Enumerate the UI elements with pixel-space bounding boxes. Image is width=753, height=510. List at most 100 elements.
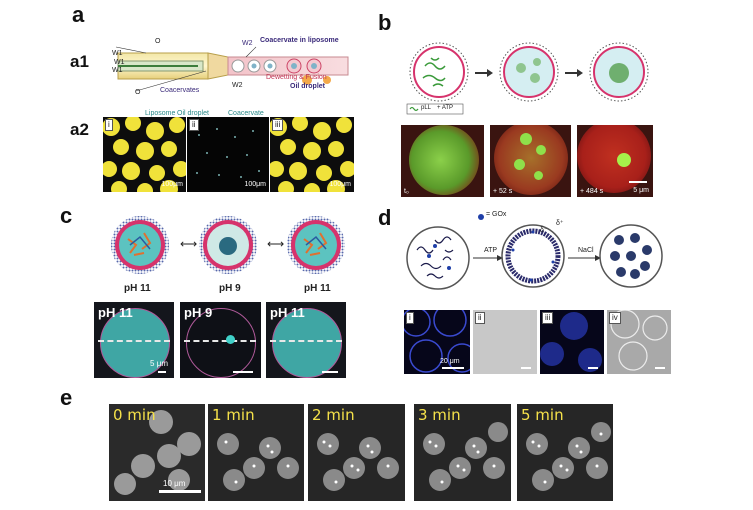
caption-ph11-left: pH 11 <box>124 283 151 294</box>
c-image-ph11-right: pH 11 <box>266 302 346 378</box>
d-image-i: i 20 μm <box>404 310 470 374</box>
dashed-line <box>270 340 342 342</box>
dashed-line <box>98 340 170 342</box>
c-image-ph9: pH 9 <box>180 302 261 378</box>
b-image-t1: + 52 s <box>490 125 571 197</box>
green-coacervate <box>520 133 532 145</box>
d-image-iii: iii <box>540 310 604 374</box>
panel-label-a1: a1 <box>70 52 89 71</box>
label-oil-droplet-a2: Oil droplet <box>177 110 209 117</box>
gray-liposomes-dots <box>526 422 611 491</box>
panel-label-b: b <box>378 10 392 35</box>
teal-coacervate <box>226 335 235 344</box>
label-dewetting: Dewetting & Fusion <box>266 74 327 81</box>
b-image-t0: t₀ <box>401 125 484 197</box>
e-image-5min: 5 min <box>517 404 613 501</box>
label-o-bottom: O <box>135 89 141 96</box>
label-liposome: Liposome <box>145 110 176 117</box>
time-label-2min: 2 min <box>312 406 355 424</box>
label-coacervate-in-liposome: Coacervate in liposome <box>260 37 339 44</box>
label-coacervates: Coacervates <box>160 87 200 94</box>
panel-label-a2: a2 <box>70 120 89 139</box>
gray-liposomes-dots <box>423 422 508 491</box>
yellow-droplet-field-merged <box>270 117 354 192</box>
label-iv-d: iv <box>609 312 621 324</box>
green-coacervate <box>536 145 546 155</box>
gox-schematic <box>406 214 663 290</box>
ph-label-right: pH 11 <box>270 305 305 320</box>
panel-label-d: d <box>378 205 392 230</box>
e-image-3min: 3 min <box>414 404 511 501</box>
panel-label-c: c <box>60 203 73 228</box>
label-ii: ii <box>189 119 199 131</box>
panel-label-e: e <box>60 385 73 410</box>
label-iii: iii <box>272 119 284 131</box>
label-iii-d: iii <box>542 312 554 324</box>
scale-label-a2-iii: 100μm <box>329 181 351 188</box>
gray-liposomes-dots <box>317 433 399 491</box>
liposome-sequence-schematic <box>406 42 649 115</box>
scale-label-b: 5 μm <box>633 187 649 194</box>
ph-switch-schematic: ⟷ ⟷ <box>111 216 345 274</box>
legend-atp: + ATP <box>437 105 454 111</box>
label-delta-plus: δ⁺ <box>556 220 564 227</box>
green-liposome <box>409 125 479 195</box>
e-image-1min: 1 min <box>208 404 304 501</box>
scale-bar <box>521 367 531 369</box>
scale-bar <box>159 490 201 493</box>
scale-bar <box>322 371 338 373</box>
panel-label-a: a <box>72 2 85 27</box>
label-w2-bottom: W2 <box>232 82 243 89</box>
c-image-ph11-left: pH 11 5 μm <box>94 302 174 378</box>
scale-bar <box>629 181 647 183</box>
scale-label-a2-ii: 100μm <box>244 181 266 188</box>
time-label-b-t1: + 52 s <box>493 188 513 195</box>
label-i: i <box>105 119 113 131</box>
a2-image-ii: ii 100μm <box>187 117 269 192</box>
scale-bar <box>233 371 253 373</box>
brightfield-rings <box>610 310 668 371</box>
teal-liposome <box>272 308 342 378</box>
e-image-0min: 0 min 10 μm <box>109 404 205 501</box>
empty-liposome <box>186 308 256 378</box>
label-nacl-arrow: NaCl <box>578 247 594 254</box>
label-w2-top: W2 <box>242 40 253 47</box>
green-coacervate <box>617 153 631 167</box>
dashed-line <box>184 340 256 342</box>
a2-image-i: i 100μm <box>103 117 186 192</box>
gray-liposomes <box>114 410 201 495</box>
a2-image-iii: iii 100μm <box>270 117 354 192</box>
label-o-top: O <box>155 38 161 45</box>
blue-rings <box>404 310 470 373</box>
d-image-iv: iv <box>607 310 671 374</box>
scale-label-a2-i: 100μm <box>161 181 183 188</box>
time-label-b-t0: t₀ <box>404 188 409 195</box>
scale-bar <box>442 367 464 369</box>
microfluidic-schematic <box>115 46 349 92</box>
green-coacervate <box>514 159 525 170</box>
time-label-0min: 0 min <box>113 406 156 424</box>
legend-gox: = GOx <box>486 211 507 218</box>
coacervate-dots <box>196 128 260 178</box>
label-w1-b: W1 <box>114 59 125 66</box>
time-label-3min: 3 min <box>418 406 461 424</box>
caption-ph11-right: pH 11 <box>304 283 331 294</box>
label-oil-droplet: Oil droplet <box>290 83 325 90</box>
scale-bar <box>588 367 598 369</box>
label-w1-a: W1 <box>112 50 123 57</box>
scale-bar <box>158 371 166 373</box>
gray-liposomes-dots <box>217 433 299 491</box>
d-image-ii: ii <box>473 310 537 374</box>
time-label-1min: 1 min <box>212 406 255 424</box>
time-label-5min: 5 min <box>521 406 564 424</box>
label-w1-c: W1 <box>112 67 123 74</box>
b-image-t2: 5 μm + 484 s <box>577 125 653 197</box>
svg-text:⟷: ⟷ <box>180 237 197 251</box>
ph-label-middle: pH 9 <box>184 305 213 320</box>
label-delta-minus: δ⁻ <box>540 227 548 234</box>
scale-label-d: 20 μm <box>440 358 460 365</box>
caption-ph9: pH 9 <box>219 283 241 294</box>
time-label-b-t2: + 484 s <box>580 188 604 195</box>
label-i-d: i <box>406 312 414 324</box>
label-coacervate-a2: Coacervate <box>228 110 264 117</box>
